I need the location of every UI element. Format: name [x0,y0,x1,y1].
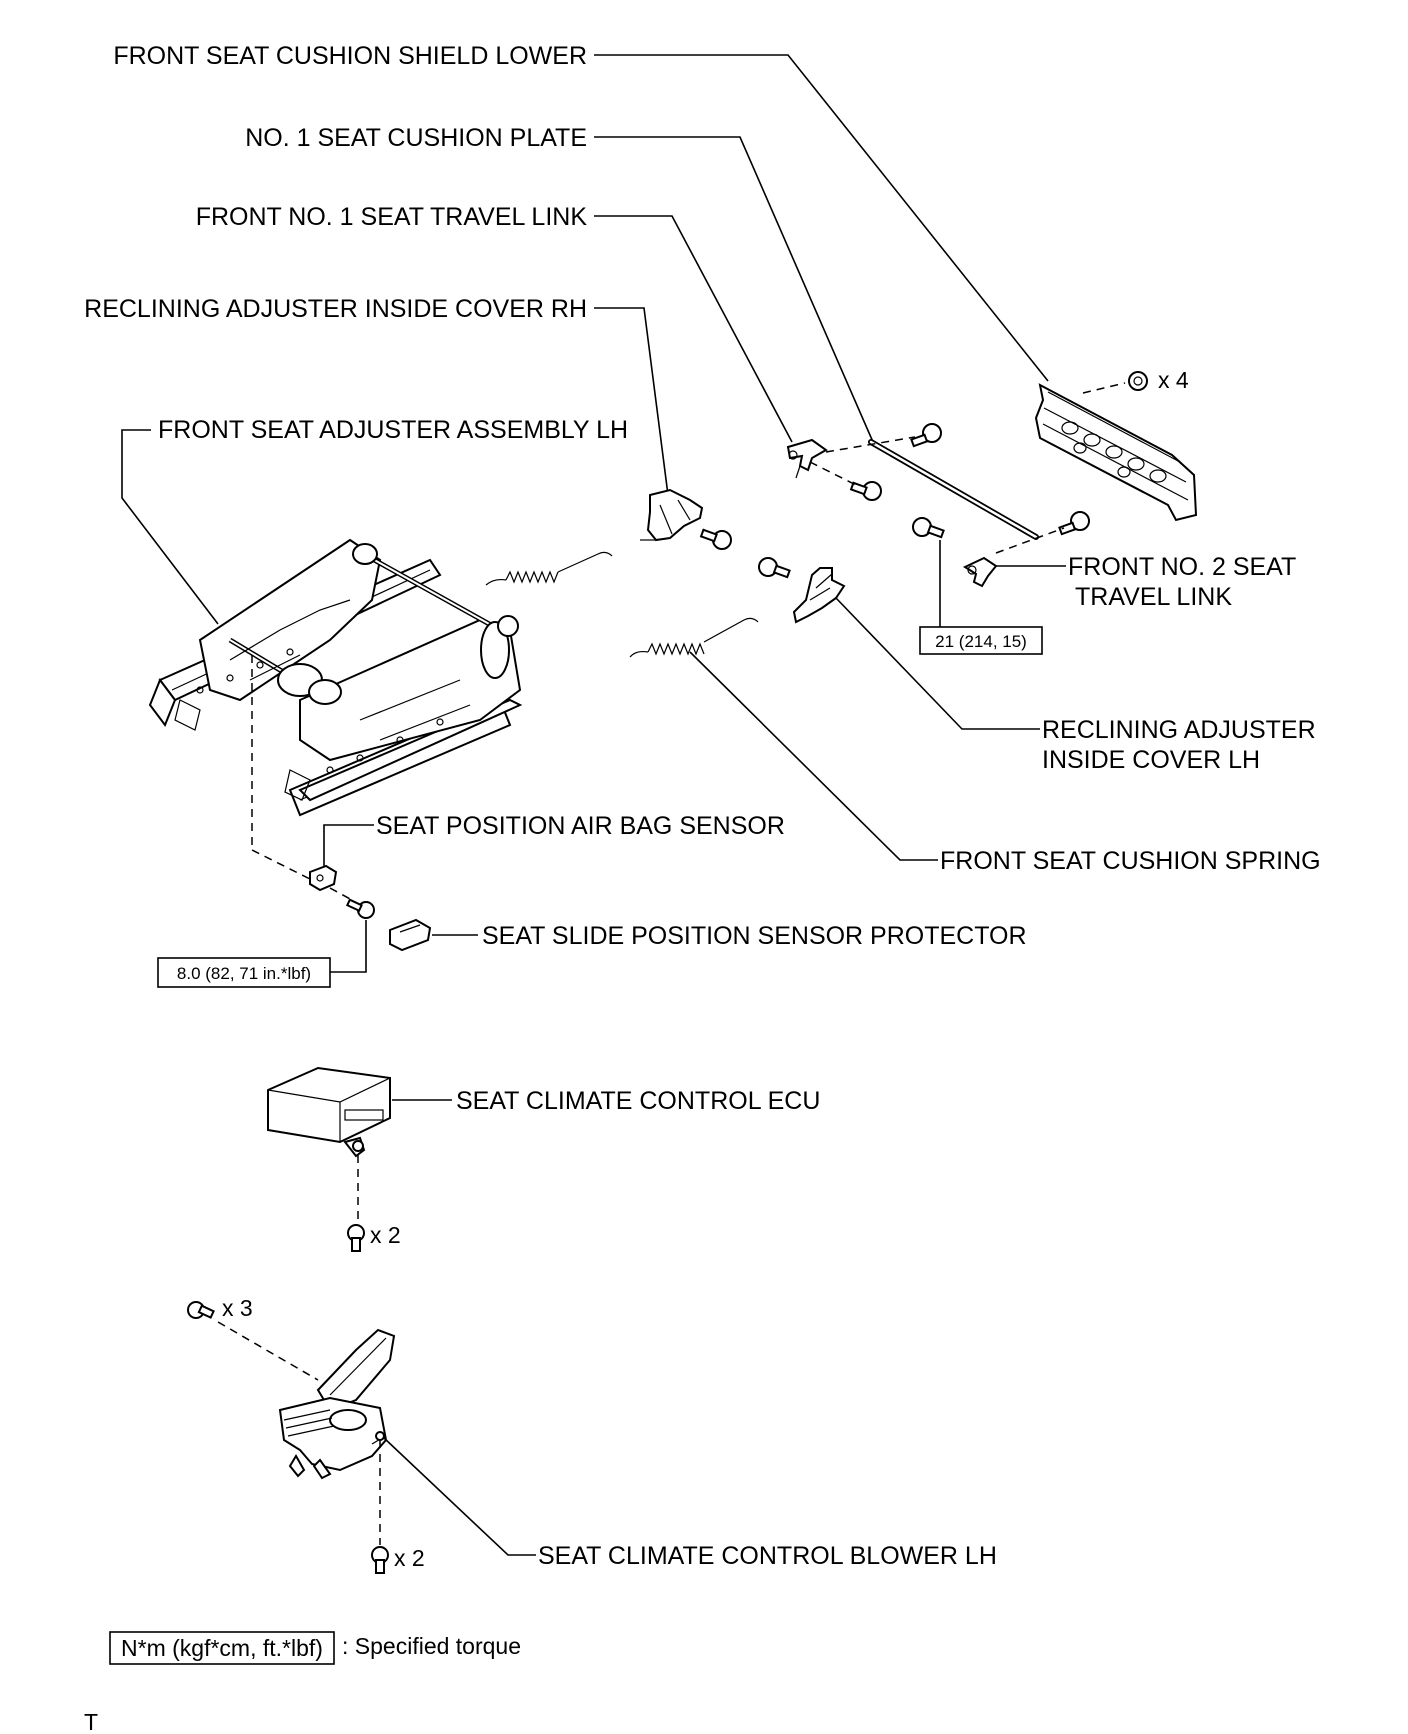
seat-slide-position-sensor-protector-part [389,918,432,952]
leader-airbag-sensor [323,824,374,866]
ecu-bolt-quantity: x 2 [370,1222,401,1248]
label-front-no1-seat-travel-link: FRONT NO. 1 SEAT TRAVEL LINK [196,203,588,231]
leader-cushion-spring [689,651,938,861]
label-reclining-adjuster-inside-cover-rh: RECLINING ADJUSTER INSIDE COVER RH [84,295,587,323]
travel-link-bolt-icon [849,423,942,501]
label-reclining-adjuster-inside-cover-lh-line2: INSIDE COVER LH [1042,746,1260,774]
reclining-adjuster-inside-cover-rh-part [640,488,704,542]
blower-bottom-bolt-icon [371,1546,389,1574]
front-seat-cushion-spring-lower [629,617,759,658]
legend-description: : Specified torque [342,1633,521,1659]
label-front-seat-cushion-shield-lower: FRONT SEAT CUSHION SHIELD LOWER [113,42,587,70]
leader-lines-top [121,54,1049,625]
front-seat-cushion-spring-upper [485,551,613,586]
torque-legend: N*m (kgf*cm, ft.*lbf) : Specified torque [109,1631,521,1665]
air-bag-sensor-bolt-icon [345,898,375,919]
label-reclining-adjuster-inside-cover-lh-line1: RECLINING ADJUSTER [1042,716,1316,744]
shield-nut-quantity: x 4 [1158,367,1189,393]
label-seat-slide-position-sensor-protector: SEAT SLIDE POSITION SENSOR PROTECTOR [482,922,1027,950]
airbag-bolt-dash [329,887,353,901]
label-seat-climate-control-ecu: SEAT CLIMATE CONTROL ECU [456,1087,820,1115]
leader-climate-blower [383,1437,536,1556]
seat-climate-control-ecu-part [267,1066,391,1158]
airbag-sensor-dash-2 [251,849,313,881]
svg-text:8.0 (82, 71 in.*lbf): 8.0 (82, 71 in.*lbf) [177,964,311,983]
label-front-seat-adjuster-assembly-lh: FRONT SEAT ADJUSTER ASSEMBLY LH [158,416,628,444]
recl-cover-lh-bolt-icon [758,557,791,579]
label-seat-position-air-bag-sensor: SEAT POSITION AIR BAG SENSOR [376,812,785,840]
label-seat-climate-control-blower-lh: SEAT CLIMATE CONTROL BLOWER LH [538,1542,997,1570]
blower-top-dash [217,1321,319,1381]
travel-link-2-bolt-icon [912,511,1090,539]
blower-top-bolt-quantity: x 3 [222,1295,253,1321]
label-no1-seat-cushion-plate: NO. 1 SEAT CUSHION PLATE [245,124,587,152]
label-front-seat-cushion-spring: FRONT SEAT CUSHION SPRING [940,847,1321,875]
front-seat-cushion-shield-lower-part [1034,383,1198,522]
blower-bottom-bolt-quantity: x 2 [394,1545,425,1571]
shield-nut-dash [1082,382,1126,394]
travel-link-dash-1 [825,436,916,453]
front-no1-seat-travel-link-part [786,438,828,479]
leader-recl-cover-lh [835,597,1040,730]
recl-cover-rh-bolt-icon [699,528,732,550]
front-seat-adjuster-assembly-part [148,538,523,817]
svg-text:21 (214, 15): 21 (214, 15) [935,632,1027,651]
torque-box-travel-link: 21 (214, 15) [919,626,1043,655]
seat-climate-control-blower-lh-part [278,1328,396,1480]
no1-seat-cushion-plate-part [868,439,1039,540]
seat-position-air-bag-sensor-part [309,864,338,892]
legend-box-text: N*m (kgf*cm, ft.*lbf) [121,1635,323,1661]
shield-nut-icon [1128,371,1148,391]
reclining-adjuster-inside-cover-lh-part [792,567,846,624]
label-front-no2-seat-travel-link-line2: TRAVEL LINK [1075,583,1232,611]
ecu-bolt-icon [347,1224,365,1252]
label-front-no2-seat-travel-link-line1: FRONT NO. 2 SEAT [1068,553,1296,581]
footer-mark: T [84,1709,98,1734]
travel-link-2-dash [995,527,1065,554]
travel-link-dash-2 [809,461,859,487]
blower-top-bolt-icon [187,1301,215,1319]
front-no2-seat-travel-link-part [962,556,998,588]
torque-box-airbag-sensor: 8.0 (82, 71 in.*lbf) [157,957,331,988]
leader-torque-airbag [330,920,367,973]
